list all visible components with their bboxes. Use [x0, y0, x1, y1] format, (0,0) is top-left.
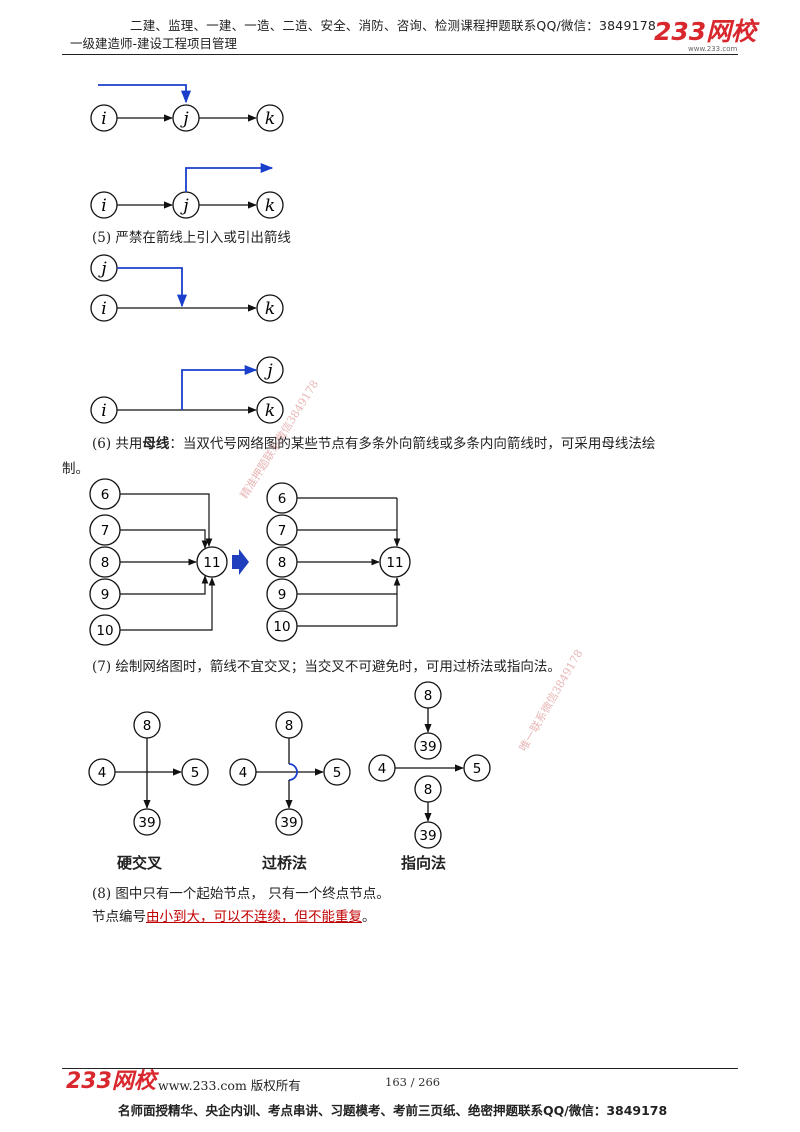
- diagram-hard-crossing: 8 4 5 39: [88, 711, 209, 836]
- brand-logo: 233网校: [654, 17, 757, 46]
- svg-text:5: 5: [473, 761, 482, 777]
- svg-text:39: 39: [280, 815, 297, 831]
- transition-arrow-icon: [232, 549, 249, 575]
- node-i-label: i: [101, 109, 106, 129]
- footer-contact-line: 名师面授精华、央企内训、考点串讲、习题模考、考前三页纸、绝密押题联系QQ/微信：…: [118, 1103, 668, 1118]
- rule-6-bold-term: 母线: [142, 436, 170, 452]
- node-k-label: k: [265, 109, 275, 129]
- left-node-label: 9: [101, 587, 110, 603]
- svg-text:8: 8: [424, 782, 433, 798]
- svg-text:j: j: [179, 196, 189, 216]
- svg-text:i: i: [101, 401, 106, 421]
- left-node-label: 6: [101, 487, 110, 503]
- left-node-label: 10: [96, 623, 113, 639]
- right-node-label: 8: [278, 555, 287, 571]
- svg-text:8: 8: [424, 688, 433, 704]
- diagram-merge-busline: 6 7 8 9 10 11: [266, 482, 411, 642]
- svg-text:5: 5: [333, 765, 342, 781]
- right-node-label: 6: [278, 491, 287, 507]
- svg-text:k: k: [265, 299, 275, 319]
- rule-9-text: 节点编号由小到大，可以不连续，但不能重复。: [92, 909, 376, 925]
- blue-arrow: [185, 162, 274, 192]
- footer-divider: [62, 1068, 738, 1069]
- blue-arrow: [98, 84, 192, 104]
- header-subtitle: 一级建造师-建设工程项目管理: [70, 36, 238, 51]
- diagram-merge-individual: 6 7 8 9 10 11: [89, 478, 228, 646]
- diagram-arrow-out-of-node: i j k: [90, 162, 284, 219]
- svg-text:j: j: [263, 361, 273, 381]
- right-node-label: 9: [278, 587, 287, 603]
- svg-text:11: 11: [203, 555, 220, 571]
- svg-text:8: 8: [285, 718, 294, 734]
- node-j-label: j: [179, 109, 189, 129]
- rule-8-text: (8) 图中只有一个起始节点， 只有一个终点节点。: [92, 886, 390, 902]
- node-11: [196, 546, 228, 578]
- diagram-bridge-method: 8 4 5 39: [229, 711, 351, 836]
- svg-text:11: 11: [386, 555, 403, 571]
- svg-text:4: 4: [378, 761, 387, 777]
- svg-text:i: i: [101, 196, 106, 216]
- rule-6-text: (6) 共用母线：当双代号网络图的某些节点有多条外向箭线或多条内向箭线时，可采用…: [92, 436, 656, 452]
- diagram-arrow-off-line: j i k: [90, 356, 284, 424]
- svg-text:i: i: [101, 299, 106, 319]
- diagram-pointer-method: 8 39 4 5 8 39: [368, 681, 491, 849]
- svg-text:39: 39: [138, 815, 155, 831]
- node-11: [379, 546, 411, 578]
- svg-text:4: 4: [98, 765, 107, 781]
- highlighted-rule: 由小到大，可以不连续，但不能重复: [146, 909, 362, 925]
- caption-bridge-method: 过桥法: [262, 854, 308, 872]
- svg-text:k: k: [265, 401, 275, 421]
- svg-text:k: k: [265, 196, 275, 216]
- svg-text:4: 4: [239, 765, 248, 781]
- svg-text:5: 5: [191, 765, 200, 781]
- node-k: [256, 104, 284, 132]
- svg-text:39: 39: [419, 739, 436, 755]
- header-divider: [62, 54, 738, 55]
- rule-5-text: (5) 严禁在箭线上引入或引出箭线: [92, 230, 291, 246]
- rule-6-continuation: 制。: [62, 461, 89, 477]
- bridge-arc: [288, 763, 298, 781]
- rule-7-text: (7) 绘制网络图时，箭线不宜交叉；当交叉不可避免时，可用过桥法或指向法。: [92, 659, 561, 675]
- blue-arrow: [117, 267, 188, 308]
- svg-text:39: 39: [419, 828, 436, 844]
- page-number: 163 / 266: [385, 1075, 441, 1089]
- diagram-arrow-onto-line: j i k: [90, 254, 284, 322]
- brand-logo-url: www.233.com: [688, 45, 738, 53]
- right-node-label: 10: [273, 619, 290, 635]
- header-contact-line: 二建、监理、一建、一造、二造、安全、消防、咨询、检测课程押题联系QQ/微信：38…: [130, 18, 657, 33]
- svg-text:j: j: [97, 259, 107, 279]
- footer-brand-logo: 233网校: [66, 1069, 156, 1094]
- svg-text:8: 8: [143, 718, 152, 734]
- right-node-label: 7: [278, 523, 287, 539]
- caption-pointer-method: 指向法: [401, 854, 447, 872]
- caption-hard-crossing: 硬交叉: [117, 854, 163, 872]
- blue-arrow: [181, 364, 258, 410]
- footer-site-copyright: www.233.com 版权所有: [158, 1078, 301, 1093]
- left-node-label: 8: [101, 555, 110, 571]
- left-node-label: 7: [101, 523, 110, 539]
- diagram-arrow-into-node: i j k: [90, 84, 284, 132]
